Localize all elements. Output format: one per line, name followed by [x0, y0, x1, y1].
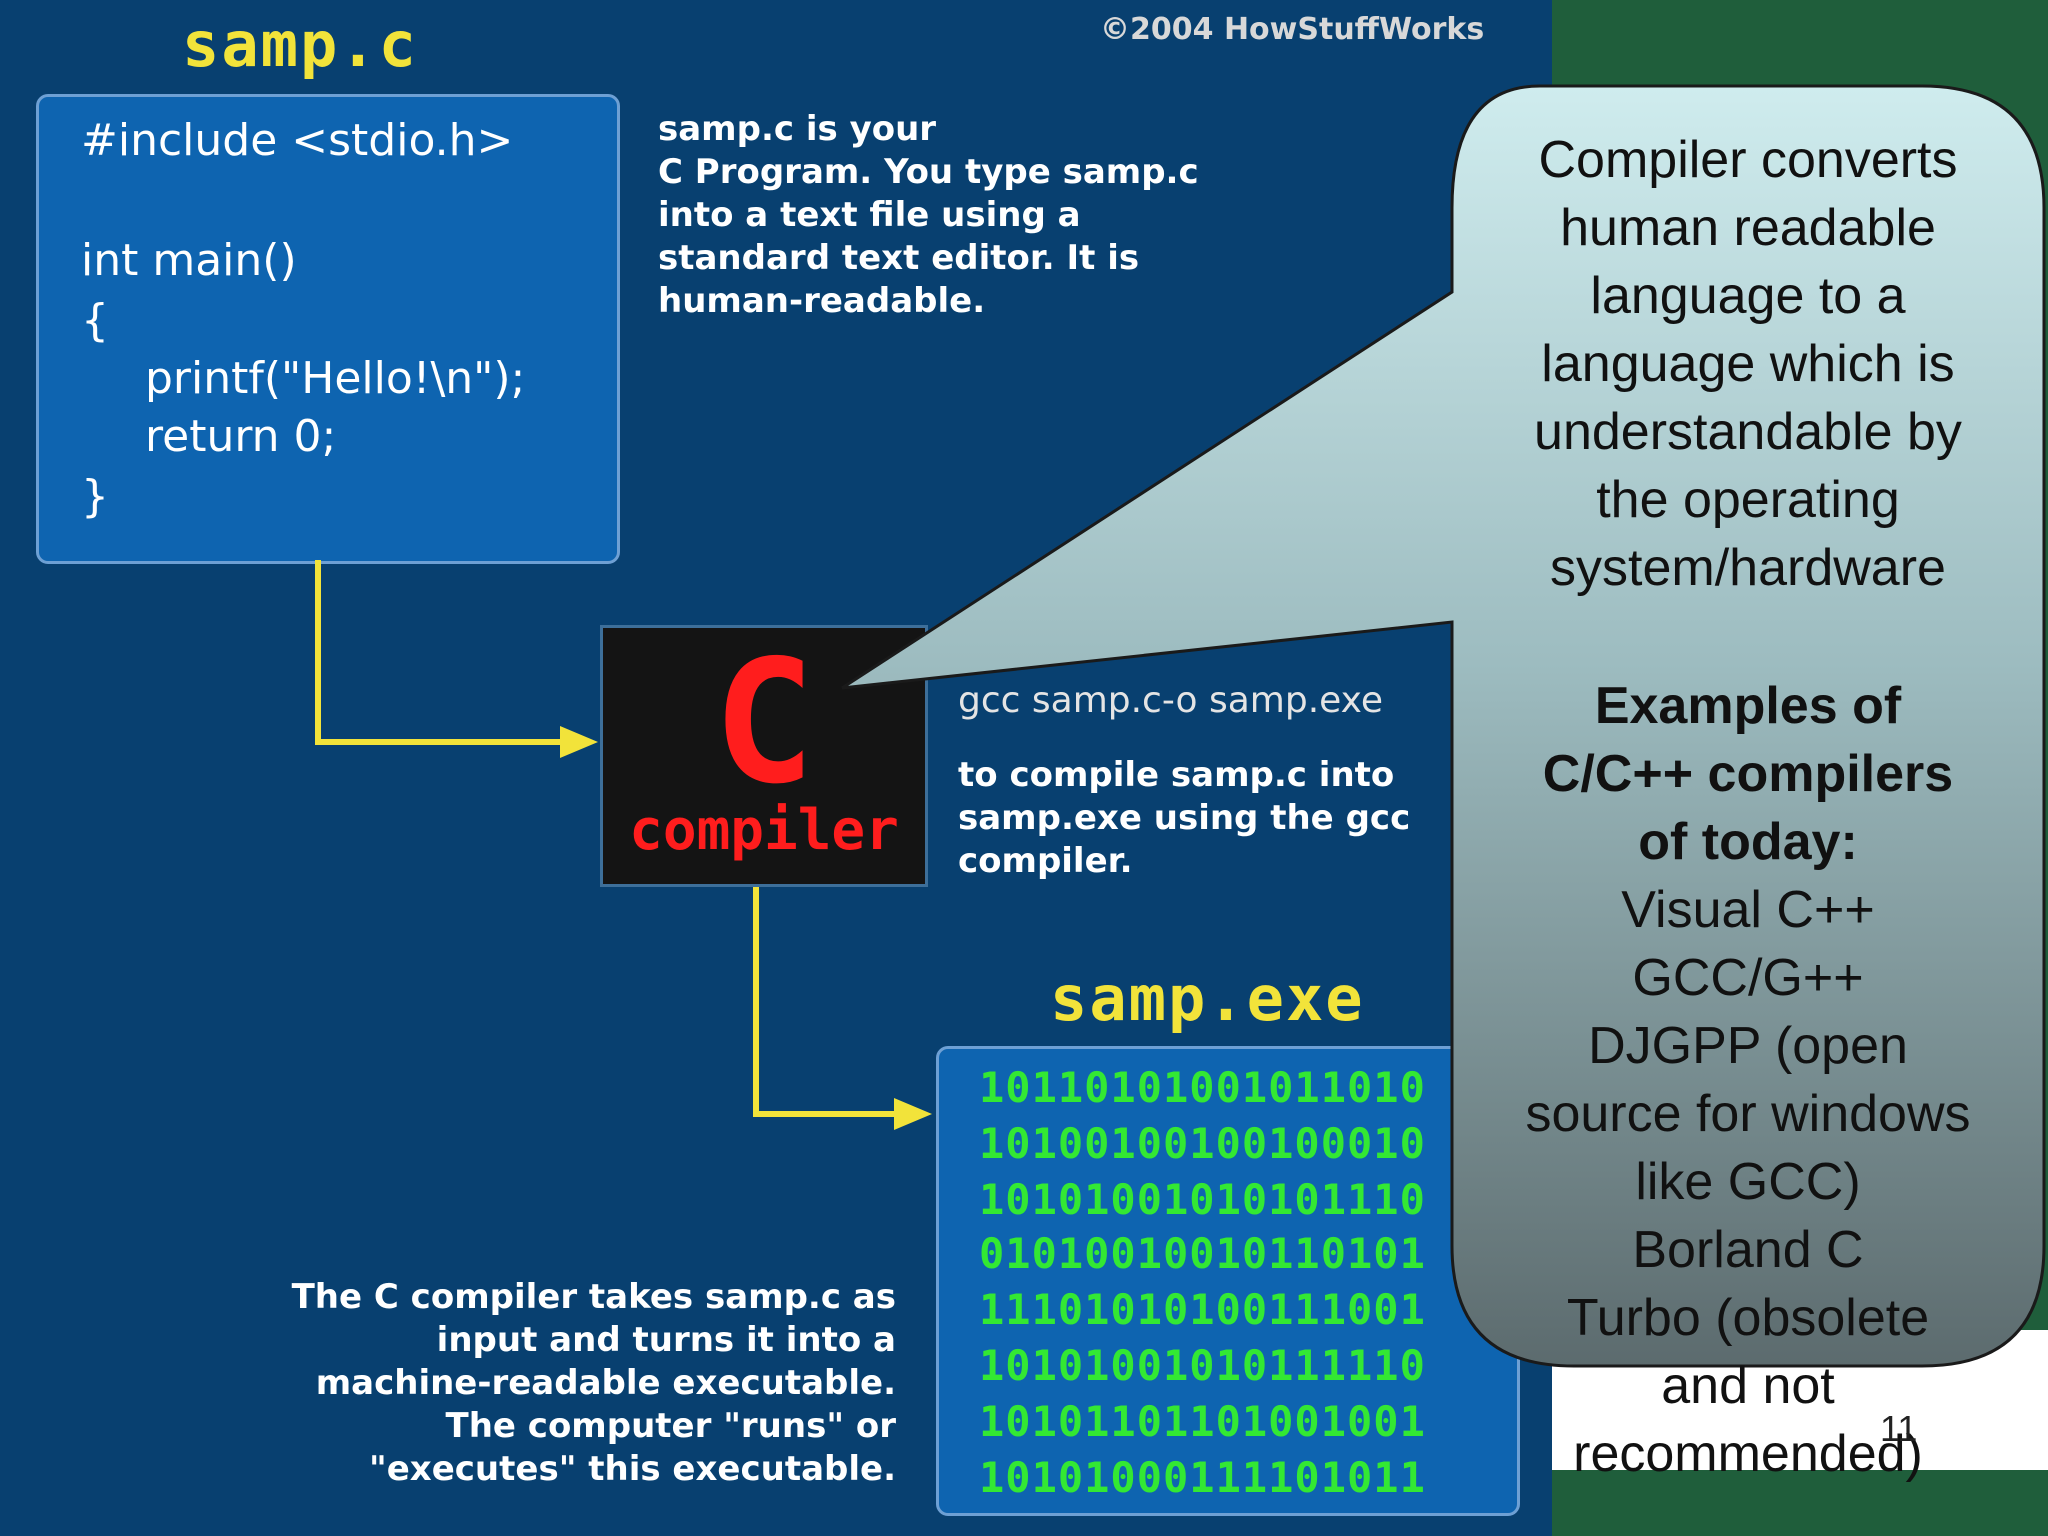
callout-line: Compiler converts [1538, 131, 1958, 189]
arrowhead-exe [894, 1098, 932, 1130]
callout-heading-line: of today: [1638, 813, 1858, 871]
flow-arrows [315, 560, 932, 1130]
compiler-c-letter: C [712, 624, 816, 822]
callout-intro: Compiler converts human readable languag… [1452, 126, 2044, 602]
source-description: samp.c is your C Program. You type samp.… [658, 109, 1199, 321]
source-code-box: #include <stdio.h> int main() { printf("… [36, 94, 620, 564]
exe-file-label: samp.exe [1050, 962, 1365, 1035]
compiler-example: like GCC) [1635, 1153, 1861, 1211]
compiler-example: Visual C++ [1621, 881, 1875, 939]
arrow-compiler-to-exe [753, 883, 894, 1117]
binary-line: 01010010010110101 [979, 1229, 1426, 1278]
binary-line: 10101001010101110 [979, 1175, 1426, 1224]
binary-line: 10110101001011010 [979, 1063, 1426, 1112]
source-file-label: samp.c [182, 8, 418, 81]
compiler-example: Turbo (obsolete [1566, 1289, 1930, 1347]
compile-description: to compile samp.c into samp.exe using th… [958, 755, 1411, 881]
compiler-example: GCC/G++ [1632, 949, 1864, 1007]
arrow-source-to-compiler [315, 560, 560, 745]
compile-command: gcc samp.c-o samp.exe [958, 680, 1384, 721]
copyright-text: ©2004 HowStuffWorks [1100, 12, 1485, 47]
callout-heading-line: Examples of [1594, 677, 1902, 735]
code-line-include: #include <stdio.h> [81, 115, 514, 166]
binary-line: 11101010100111001 [979, 1285, 1426, 1334]
callout-shape [841, 84, 2046, 1368]
compiler-example: recommended) [1573, 1425, 1923, 1483]
compiler-example: source for windows [1525, 1085, 1971, 1143]
executable-binary-box: 10110101001011010 10100100100100010 1010… [936, 1046, 1520, 1516]
binary-line: 10100100100100010 [979, 1119, 1426, 1168]
code-line-open-brace: { [81, 295, 109, 346]
callout-line: the operating [1596, 471, 1900, 529]
diagram-panel: ©2004 HowStuffWorks samp.c #include <std… [0, 0, 1552, 1536]
code-line-printf: printf("Hello!\n"); [145, 353, 526, 404]
callout-line: system/hardware [1550, 539, 1946, 597]
code-line-main: int main() [81, 235, 297, 286]
callout-line: understandable by [1534, 403, 1962, 461]
binary-line: 10101101101001001 [979, 1397, 1426, 1446]
callout-examples: Examples of C/C++ compilers of today: Vi… [1452, 672, 2044, 1488]
binary-line: 10101001010111110 [979, 1341, 1426, 1390]
callout-line: language which is [1541, 335, 1955, 393]
code-line-return: return 0; [145, 411, 337, 462]
compiler-example: Borland C [1632, 1221, 1864, 1279]
compiler-example: DJGPP (open [1588, 1017, 1908, 1075]
callout-heading-line: C/C++ compilers [1542, 745, 1954, 803]
bottom-description: The C compiler takes samp.c as input and… [291, 1277, 896, 1489]
callout-line: language to a [1590, 267, 1906, 325]
compiler-example: and not [1661, 1357, 1835, 1415]
arrowhead-compiler [560, 726, 598, 758]
binary-line: 10101000111101011 [979, 1453, 1426, 1502]
code-line-close-brace: } [81, 471, 109, 522]
callout-line: human readable [1560, 199, 1936, 257]
compiler-word: compiler [629, 798, 899, 863]
slide-number: 11 [1880, 1408, 1918, 1449]
